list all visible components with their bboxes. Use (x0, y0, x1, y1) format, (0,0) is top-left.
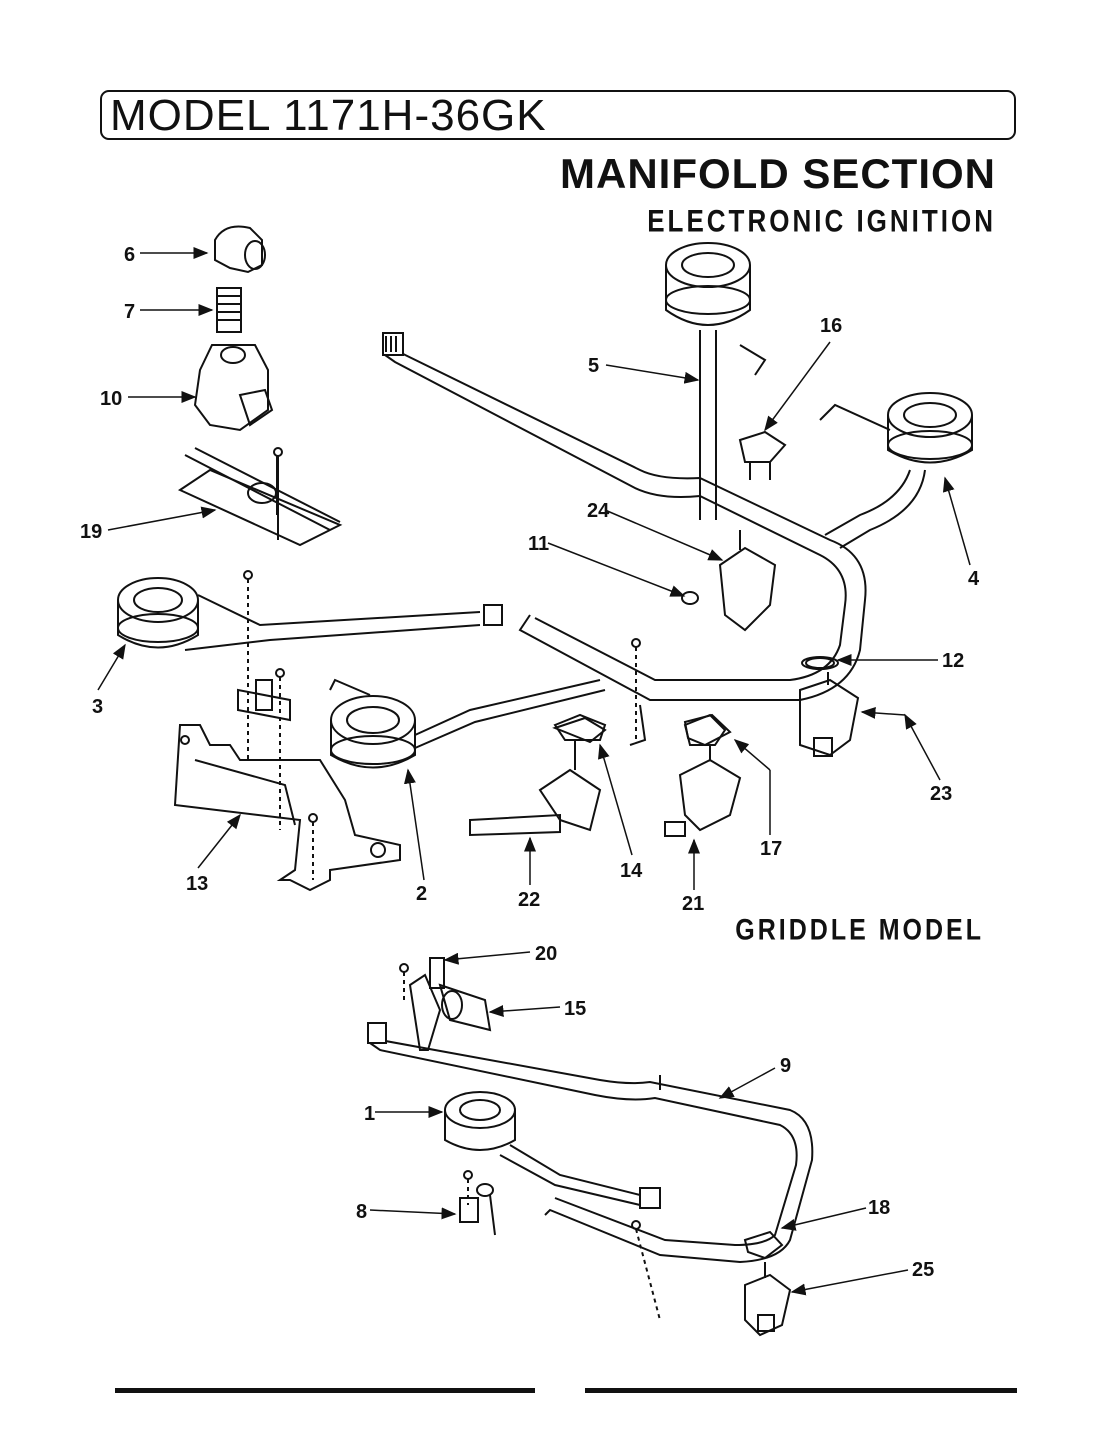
griddle-manifold-9 (367, 1022, 814, 1264)
subsection-title: ELECTRONIC IGNITION (647, 202, 996, 239)
callout-7: 7 (124, 301, 135, 323)
bracket-15 (408, 973, 492, 1051)
valve-24 (681, 530, 777, 632)
burner-4 (819, 392, 973, 549)
burner-5 (665, 242, 767, 520)
callout-15: 15 (564, 998, 586, 1020)
callout-25: 25 (912, 1259, 934, 1281)
callout-11: 11 (528, 533, 549, 555)
callout-labels: 6 7 10 19 5 16 4 24 11 12 23 3 2 13 22 1… (80, 244, 980, 1281)
callout-10: 10 (100, 388, 122, 410)
screws (243, 447, 661, 1321)
callout-17: 17 (760, 838, 782, 860)
callout-13: 13 (186, 873, 208, 895)
model-title: MODEL 1171H-36GK (110, 91, 547, 140)
callout-16: 16 (820, 315, 842, 337)
electrode-8 (459, 1183, 496, 1236)
callout-2: 2 (416, 883, 427, 905)
callout-20: 20 (535, 943, 557, 965)
valve-25 (744, 1262, 792, 1337)
footer-rule-left (115, 1388, 535, 1393)
callout-12: 12 (942, 650, 964, 672)
fitting-20 (429, 957, 445, 989)
callout-21: 21 (682, 893, 704, 915)
callout-5: 5 (588, 355, 599, 377)
callout-3: 3 (92, 696, 103, 718)
callout-23: 23 (930, 783, 952, 805)
main-manifold-pipe (382, 332, 867, 701)
bracket-13 (173, 679, 401, 892)
washer-12 (805, 657, 835, 669)
callout-19: 19 (80, 521, 102, 543)
elbow-6 (214, 225, 266, 274)
nipple-7 (216, 287, 242, 333)
callout-24: 24 (587, 500, 610, 522)
burner-2 (329, 678, 606, 769)
burner-1 (444, 1091, 661, 1209)
bracket-19 (177, 447, 343, 547)
callout-22: 22 (518, 889, 540, 911)
leader-lines (97, 247, 971, 1296)
bracket-16 (738, 430, 787, 480)
callout-6: 6 (124, 244, 135, 266)
callout-14: 14 (620, 860, 643, 882)
regulator-10 (193, 344, 274, 432)
callout-18: 18 (868, 1197, 890, 1219)
footer-rule-right (585, 1388, 1017, 1393)
valve-22 (469, 713, 607, 837)
bracket-14 (552, 716, 607, 744)
bracket-17 (683, 713, 732, 747)
section-title: MANIFOLD SECTION (560, 150, 996, 197)
callout-8: 8 (356, 1201, 367, 1223)
bracket-18 (743, 1230, 784, 1260)
griddle-model-title: GRIDDLE MODEL (735, 913, 984, 947)
model-header-box: MODEL 1171H-36GK (100, 90, 1016, 140)
callout-9: 9 (780, 1055, 791, 1077)
callout-1: 1 (364, 1103, 375, 1125)
callout-4: 4 (968, 568, 980, 590)
burner-3 (117, 577, 503, 651)
